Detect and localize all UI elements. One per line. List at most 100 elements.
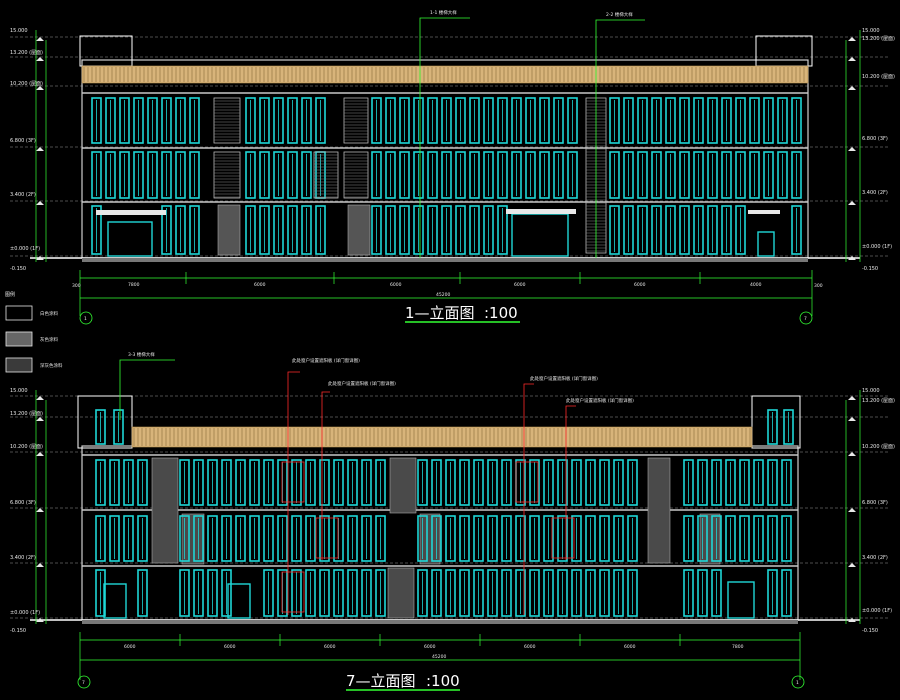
elev1-window [763,151,774,199]
elev7-level-left: 13.200 (屋面) [10,411,43,417]
elev7-window [725,459,736,506]
elev7-window [501,569,512,617]
elev7-window [501,515,512,562]
elev1-window [525,97,536,144]
elev1-axis-label: 1 [84,316,87,322]
elev7-window [137,459,148,506]
elev1-window [693,97,704,144]
elev1-window [721,151,732,199]
elev1-window [259,205,270,255]
elev1-window [385,205,396,255]
elev1-window [735,205,746,255]
elev7-window [543,459,554,506]
elev7-window [753,515,764,562]
elev1-window [637,97,648,144]
elev7-stone-panel [389,457,417,514]
elev7-entrance [103,583,127,619]
elev1-ground-band [82,258,808,262]
elev1-window [763,97,774,144]
elev1-scale: :100 [484,304,518,322]
legend-item-label: 白色涂料 [40,310,58,317]
elev1-window [749,97,760,144]
elev1-window [245,97,256,144]
elev1-grill-group [213,97,607,254]
elev1-window [791,205,802,255]
elev7-stone-panel [151,457,179,564]
elev7-tower-window [113,409,124,445]
elev1-window [791,151,802,199]
elev7-window [333,459,344,506]
elev7-window [697,459,708,506]
elev7-level-left: 3.400 (2F) [10,555,36,561]
elev7-window [487,569,498,617]
elev7-callout-label: 此处窗户设置遮阳板 (详门窗详图) [566,397,634,404]
elev1-window-group [91,97,802,255]
elev1-window [105,97,116,144]
elev1-window [287,97,298,144]
elev7-stone-panel [419,513,441,565]
elev1-window [483,151,494,199]
elev1-window [301,205,312,255]
elev7-level-left: 10.200 (屋面) [10,444,43,450]
elev1-window [91,97,102,144]
elev7-window [767,515,778,562]
elev7-window [193,569,204,617]
elev1-total-dim: 45200 [436,292,450,298]
elev1-window [679,205,690,255]
elev1-window [427,205,438,255]
elev7-parapet-hatch [133,428,751,446]
elev7-window [361,515,372,562]
elev1-window [665,151,676,199]
elev7-window [375,569,386,617]
elev7-scale: :100 [426,672,460,690]
elev7-window [137,569,148,617]
elev7-axis-label: 1 [796,680,799,686]
elev1-dimension-lines [35,30,861,316]
elev7-window [95,515,106,562]
elev1-entrance-canopy [748,210,780,214]
elev7-stone-panel [699,513,721,565]
elev7-window [753,459,764,506]
elev1-window [777,151,788,199]
elev7-window [235,515,246,562]
elev1-window [371,97,382,144]
elev1-floor-slabs [82,92,808,203]
elev7-axis-label: 7 [82,680,85,686]
elev1-window [413,151,424,199]
elev7-window [529,515,540,562]
elev1-window [651,205,662,255]
elev7-bay-dim: 6000 [224,644,236,650]
elev7-window [277,515,288,562]
elev1-window [175,97,186,144]
elev7-window [319,459,330,506]
elev7-window [445,569,456,617]
legend-item-label: 灰色涂料 [40,336,58,343]
elev1-level-left: 3.400 (2F) [10,192,36,198]
elev1-window [161,205,172,255]
elev7-window [221,459,232,506]
elev1-axis-bubble [79,311,93,325]
elev1-window [399,97,410,144]
elev7-window [305,569,316,617]
elev7-window [557,569,568,617]
elev1-window [301,97,312,144]
elev1-window [469,97,480,144]
elev1-window [413,97,424,144]
elev1-entrance-main [511,213,569,257]
elev1-window [189,151,200,199]
elev1-window [119,151,130,199]
elev1-window [273,97,284,144]
elev1-window [707,151,718,199]
elev7-window [697,515,708,562]
elev7-window [305,515,316,562]
elev1-window [371,205,382,255]
legend-swatch-darkgrey [5,357,33,373]
elev7-window [179,569,190,617]
elev1-window [567,151,578,199]
elev7-window [319,569,330,617]
elev1-window [427,97,438,144]
elev1-window [665,205,676,255]
elev1-grill [213,151,241,199]
elev1-window [147,151,158,199]
